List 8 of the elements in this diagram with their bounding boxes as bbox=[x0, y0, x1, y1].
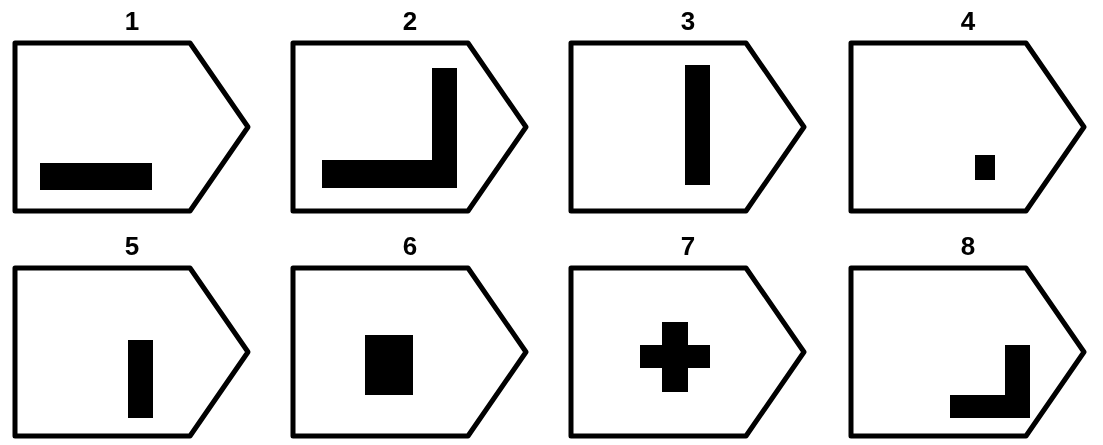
figure-number: 5 bbox=[124, 230, 140, 263]
figure-number: 3 bbox=[680, 5, 696, 38]
figure-number: 2 bbox=[402, 5, 418, 38]
figure-number: 4 bbox=[960, 5, 976, 38]
figure-number: 1 bbox=[124, 5, 140, 38]
figure-number: 7 bbox=[680, 230, 696, 263]
figure-number: 6 bbox=[402, 230, 418, 263]
figure-number: 8 bbox=[960, 230, 976, 263]
